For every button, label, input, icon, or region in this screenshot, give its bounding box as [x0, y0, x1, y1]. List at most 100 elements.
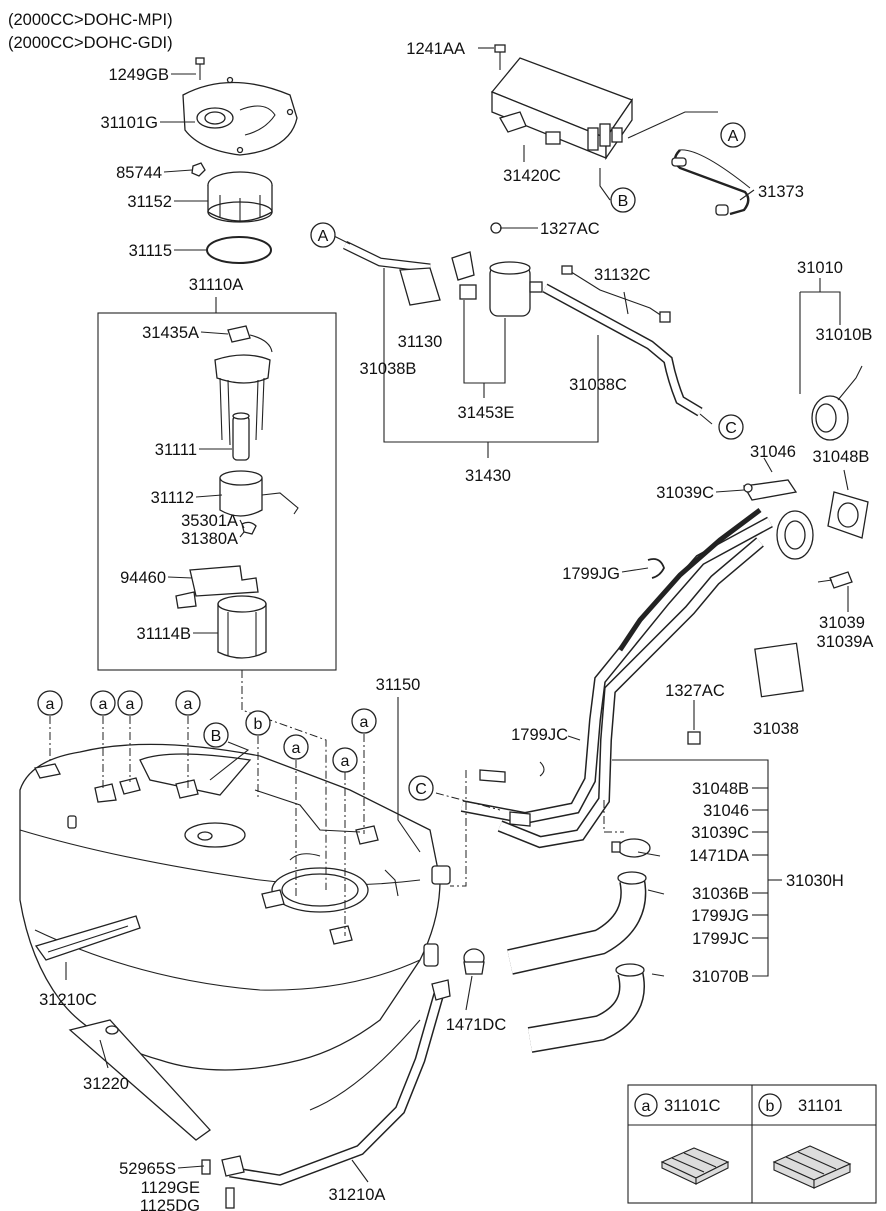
label-31010: 31010	[797, 259, 843, 277]
label-31048b-grp: 31048B	[692, 780, 749, 798]
label-31132c: 31132C	[594, 266, 651, 284]
label-31039c-top: 31039C	[656, 484, 714, 502]
marker-a-4: a	[175, 690, 201, 716]
label-1249gb: 1249GB	[108, 66, 169, 84]
callout-leaders	[65, 47, 849, 1183]
label-85744: 85744	[116, 164, 162, 182]
label-31420c: 31420C	[503, 167, 561, 185]
label-31115: 31115	[129, 242, 172, 260]
label-31030h: 31030H	[786, 872, 844, 890]
label-1799jc-mid: 1799JC	[511, 726, 568, 744]
marker-a-2: a	[90, 690, 116, 716]
lock-ring-31152-drawing	[207, 171, 273, 223]
label-1799jc-grp: 1799JC	[692, 930, 749, 948]
circle-markers: a a a a b a a a B C A B A C	[37, 122, 746, 801]
bolts-52965s-drawing	[201, 1159, 235, 1209]
svg-text:A: A	[318, 228, 329, 245]
marker-b-1: b	[245, 710, 271, 736]
label-31210a: 31210A	[329, 1186, 386, 1204]
label-31152: 31152	[127, 193, 172, 211]
clamp-1471dc-drawing	[463, 948, 485, 975]
legend-pad-a-drawing	[660, 1147, 730, 1185]
label-1327ac-mid: 1327AC	[665, 682, 725, 700]
hose-31038c-drawing	[542, 265, 703, 417]
label-31430: 31430	[465, 467, 511, 485]
label-1799jg-top: 1799JG	[562, 565, 620, 583]
svg-text:a: a	[292, 740, 301, 757]
label-31110a: 31110A	[189, 276, 243, 294]
label-1241aa: 1241AA	[406, 40, 465, 58]
bolt-1249gb-drawing	[195, 57, 205, 80]
label-31114b: 31114B	[137, 625, 191, 643]
c-link-line	[435, 792, 501, 811]
label-31373: 31373	[758, 183, 804, 201]
label-31435a: 31435A	[142, 324, 199, 342]
legend-marker-a: a	[634, 1093, 658, 1117]
label-31111: 31111	[155, 441, 197, 459]
label-94460: 94460	[120, 569, 166, 587]
label-31070b: 31070B	[692, 968, 749, 986]
label-31150: 31150	[376, 676, 421, 694]
o-ring-31115-drawing	[206, 236, 272, 264]
pump-assembly-box	[97, 312, 337, 671]
legend-marker-b: b	[758, 1093, 782, 1117]
label-35301a: 35301A	[181, 512, 238, 530]
marker-leaders	[49, 697, 421, 936]
label-1471da: 1471DA	[689, 847, 749, 865]
hose-link-line	[450, 770, 467, 887]
strap-31210c-drawing	[34, 915, 141, 961]
valve-31453e-drawing	[451, 222, 543, 317]
svg-text:a: a	[642, 1098, 651, 1115]
strap-31210a-drawing	[221, 979, 451, 1186]
svg-text:A: A	[728, 128, 739, 145]
nut-85744-drawing	[191, 162, 206, 177]
label-1471dc: 1471DC	[446, 1016, 507, 1034]
label-31453e: 31453E	[458, 404, 515, 422]
label-1799jg-grp: 1799JG	[691, 907, 749, 925]
hose-31036b-drawing	[507, 871, 647, 975]
label-1129ge: 1129GE	[141, 1179, 200, 1197]
label-31048b-top: 31048B	[813, 448, 870, 466]
label-31038b: 31038B	[360, 360, 417, 378]
header-line-mpi: (2000CC>DOHC-MPI)	[8, 11, 173, 29]
label-31220: 31220	[83, 1075, 129, 1093]
clamp-1471da-drawing	[611, 838, 651, 858]
bolt-1241aa-drawing	[494, 44, 506, 70]
pump-link-line	[241, 670, 327, 890]
marker-a-6: a	[283, 734, 309, 760]
label-31380a: 31380A	[181, 530, 238, 548]
label-31046-grp: 31046	[703, 802, 749, 820]
label-31039c-grp: 31039C	[691, 824, 749, 842]
marker-a-3: a	[117, 690, 143, 716]
svg-text:b: b	[766, 1098, 775, 1115]
bracket-31010	[799, 278, 841, 394]
svg-text:a: a	[341, 753, 350, 770]
marker-a-1: a	[37, 690, 63, 716]
header-line-gdi: (2000CC>DOHC-GDI)	[8, 34, 173, 52]
legend-part-a: 31101C	[664, 1097, 721, 1115]
svg-text:a: a	[99, 696, 108, 713]
label-1327ac-top: 1327AC	[540, 220, 600, 238]
filler-cap-drawing	[811, 365, 863, 441]
label-31046-top: 31046	[750, 443, 796, 461]
pump-assembly-drawing	[175, 325, 299, 659]
label-31039: 31039	[819, 614, 865, 632]
label-52965s: 52965S	[119, 1160, 176, 1178]
label-31210c: 31210C	[39, 991, 97, 1009]
svg-text:a: a	[126, 696, 135, 713]
svg-text:B: B	[211, 728, 222, 745]
bracket-31220-drawing	[68, 1019, 211, 1141]
fuel-tank-drawing	[19, 743, 451, 1111]
label-31010b: 31010B	[816, 326, 873, 344]
hose-31070b-drawing	[527, 963, 645, 1053]
legend-pad-b-drawing	[772, 1145, 852, 1189]
svg-text:b: b	[254, 716, 263, 733]
bracket-31430	[383, 268, 599, 443]
svg-text:C: C	[725, 420, 737, 437]
svg-text:a: a	[360, 714, 369, 731]
svg-text:a: a	[184, 696, 193, 713]
pump-plate-drawing	[182, 76, 298, 156]
label-31112: 31112	[151, 489, 194, 507]
vapor-hose-31373-drawing	[671, 149, 751, 216]
